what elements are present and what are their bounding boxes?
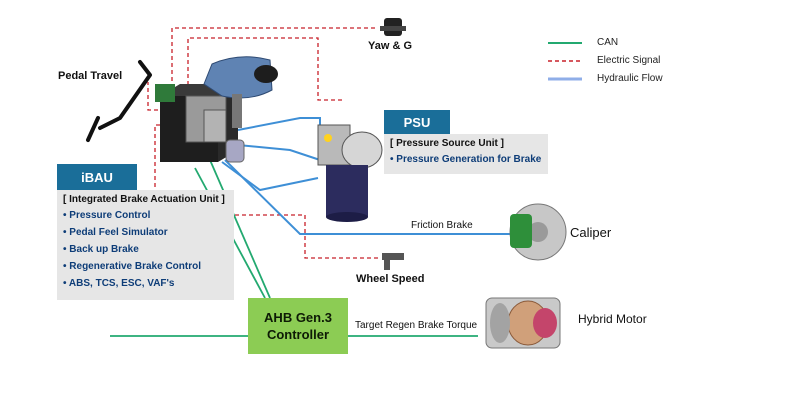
controller-line1: AHB Gen.3 <box>264 310 332 325</box>
ibau-item: Back up Brake <box>63 244 228 255</box>
yaw-g-label: Yaw & G <box>368 40 413 52</box>
legend-can-label: CAN <box>597 37 619 48</box>
psu-list: Pressure Generation for Brake <box>390 154 542 165</box>
controller-line2: Controller <box>266 327 330 342</box>
ahb-controller-box: AHB Gen.3 Controller <box>248 298 348 354</box>
friction-brake-label: Friction Brake <box>411 220 473 231</box>
pedal-travel-label: Pedal Travel <box>58 70 123 82</box>
ibau-subtitle: [ Integrated Brake Actuation Unit ] <box>63 194 225 205</box>
hybrid-motor-icon <box>485 297 561 349</box>
psu-motor-icon <box>317 124 383 222</box>
yaw-sensor-icon <box>380 18 406 36</box>
legend-electric-label: Electric Signal <box>597 55 661 66</box>
ibau-item: ABS, TCS, ESC, VAF's <box>63 278 228 289</box>
psu-item: Pressure Generation for Brake <box>390 154 542 165</box>
ibau-panel: [ Integrated Brake Actuation Unit ] Pres… <box>57 190 234 300</box>
ibau-item: Pressure Control <box>63 210 228 221</box>
wheel-speed-label: Wheel Speed <box>356 273 425 285</box>
ibau-item: Regenerative Brake Control <box>63 261 228 272</box>
psu-panel: [ Pressure Source Unit ] Pressure Genera… <box>384 134 548 174</box>
ibau-list: Pressure Control Pedal Feel Simulator Ba… <box>63 210 228 289</box>
legend-hydraulic-label: Hydraulic Flow <box>597 73 663 84</box>
hybrid-motor-label: Hybrid Motor <box>578 312 647 326</box>
caliper-icon <box>509 203 567 261</box>
target-regen-label: Target Regen Brake Torque <box>355 320 478 331</box>
ibau-item: Pedal Feel Simulator <box>63 227 228 238</box>
psu-subtitle: [ Pressure Source Unit ] <box>390 138 504 149</box>
brake-pedal-icon <box>86 60 152 142</box>
wheel-speed-sensor-icon <box>382 253 404 270</box>
ibau-unit-icon <box>155 56 278 163</box>
ibau-title: iBAU <box>57 164 137 190</box>
psu-title: PSU <box>384 110 450 134</box>
caliper-label: Caliper <box>570 225 612 240</box>
